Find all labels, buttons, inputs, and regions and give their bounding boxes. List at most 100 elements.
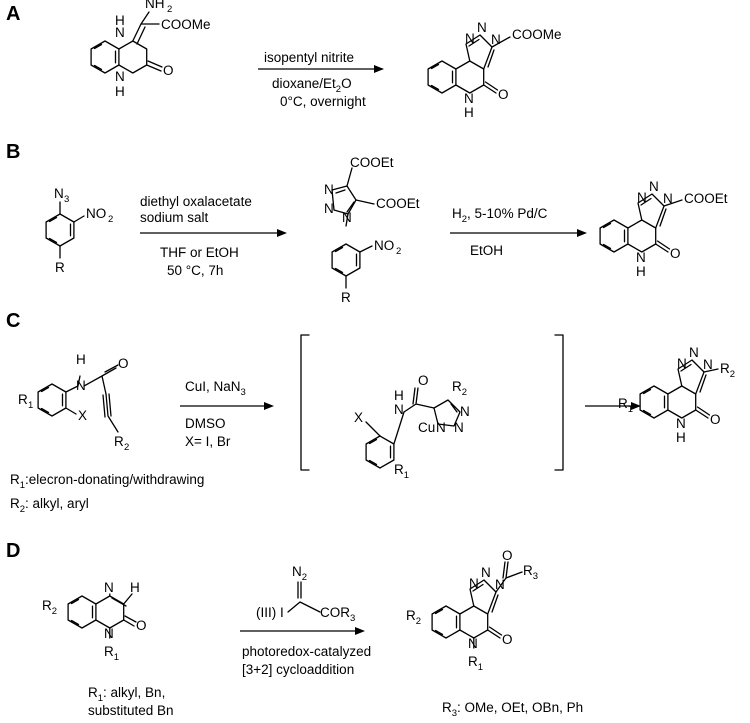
reagent-d: N2 (III) I COR3 [256, 564, 355, 624]
svg-text:R2: R2 [720, 361, 735, 380]
bracket-left [300, 334, 310, 471]
svg-text:N: N [663, 191, 673, 206]
svg-text:X: X [78, 408, 87, 423]
svg-text:THF or EtOH: THF or EtOH [160, 245, 239, 260]
conditions-b2: H2, 5-10% Pd/C EtOH [452, 206, 548, 258]
svg-text:R2: R2 [406, 608, 421, 627]
svg-text:O: O [502, 548, 513, 563]
svg-text:N: N [689, 345, 699, 360]
svg-text:R3: R3 [523, 563, 538, 582]
svg-text:COOEt: COOEt [376, 196, 420, 211]
product-a: N N N COOMe N H O [428, 20, 562, 120]
svg-text:R1:elecron-donating/withdrawin: R1:elecron-donating/withdrawing [10, 472, 204, 491]
arrow-b1 [140, 229, 287, 237]
svg-text:NO: NO [86, 206, 106, 221]
svg-text:N: N [469, 576, 479, 591]
conditions-b1: diethyl oxalacetate sodium salt THF or E… [140, 194, 252, 278]
svg-text:Cu: Cu [418, 420, 435, 435]
svg-text:R: R [114, 434, 124, 449]
svg-text:N: N [324, 201, 334, 216]
svg-text:N: N [677, 356, 687, 371]
svg-text:EtOH: EtOH [470, 243, 503, 258]
svg-text:diethyl oxalacetate: diethyl oxalacetate [140, 194, 252, 209]
svg-text:50 °C, 7h: 50 °C, 7h [167, 263, 223, 278]
svg-text:N: N [465, 31, 475, 46]
svg-text:NH: NH [145, 0, 165, 11]
svg-text:N: N [636, 250, 646, 265]
svg-text:2: 2 [396, 246, 401, 257]
svg-text:N: N [481, 565, 491, 580]
svg-text:N: N [460, 404, 470, 419]
section-label-d: D [6, 540, 20, 562]
svg-text:N: N [468, 636, 478, 651]
svg-text:CuI, NaN3: CuI, NaN3 [185, 379, 246, 398]
svg-text:0°C, overnight: 0°C, overnight [280, 94, 366, 109]
reactant-a: N H NH 2 COOMe N H O [90, 0, 211, 99]
svg-text:H2, 5-10% Pd/C: H2, 5-10% Pd/C [452, 206, 548, 225]
svg-text:DMSO: DMSO [185, 416, 226, 431]
product-d: N N N R3 O R2 N O R1 [406, 548, 538, 673]
svg-text:R1: alkyl, Bn,: R1: alkyl, Bn, [88, 685, 165, 704]
svg-text:O: O [670, 246, 681, 261]
arrow-c2 [585, 402, 641, 410]
svg-text:O: O [710, 412, 721, 427]
svg-text:R2: alkyl, aryl: R2: alkyl, aryl [10, 496, 89, 515]
svg-text:N: N [454, 420, 464, 435]
svg-text:N: N [477, 20, 487, 35]
svg-text:N: N [324, 182, 334, 197]
arrow-d [240, 627, 365, 635]
svg-text:N: N [104, 580, 114, 595]
svg-text:1: 1 [28, 400, 33, 411]
svg-text:H: H [394, 388, 404, 403]
svg-text:R3: OMe, OEt, OBn, Ph: R3: OMe, OEt, OBn, Ph [442, 700, 583, 719]
svg-text:2: 2 [124, 442, 129, 453]
svg-text:H: H [115, 84, 125, 99]
svg-text:O: O [118, 356, 129, 371]
svg-text:N: N [394, 402, 404, 417]
svg-text:photoredox-catalyzed: photoredox-catalyzed [242, 644, 371, 659]
svg-text:R1: R1 [394, 462, 409, 481]
svg-text:R: R [341, 290, 351, 305]
svg-text:N: N [495, 577, 505, 592]
svg-text:2: 2 [108, 214, 113, 225]
notes-d: R1: alkyl, Bn, substituted Bn R3: OMe, O… [88, 685, 583, 719]
arrow-c1 [180, 402, 274, 410]
svg-text:H: H [76, 352, 86, 367]
reactant-d: N H R2 O N R1 [42, 580, 147, 663]
svg-text:[3+2] cycloaddition: [3+2] cycloaddition [242, 662, 354, 677]
svg-text:R1: R1 [104, 644, 119, 663]
svg-text:X: X [354, 410, 363, 425]
svg-text:O: O [418, 373, 429, 388]
intermediate-b: N N N COOEt COOEt NO 2 R [324, 155, 420, 305]
svg-text:COOMe: COOMe [512, 27, 562, 42]
reactant-b: N 3 NO 2 R [45, 186, 113, 275]
svg-text:N: N [115, 25, 125, 40]
svg-text:H: H [464, 105, 474, 120]
svg-text:3: 3 [64, 194, 69, 205]
svg-text:2: 2 [167, 4, 172, 15]
section-label-a: A [6, 3, 20, 25]
conditions-c: CuI, NaN3 DMSO X= I, Br [185, 379, 246, 449]
svg-text:N: N [342, 210, 352, 225]
svg-text:(III) I: (III) I [256, 605, 284, 620]
svg-text:N: N [104, 626, 114, 641]
svg-text:COOMe: COOMe [161, 17, 211, 32]
svg-text:R: R [55, 260, 65, 275]
intermediate-c: O R2 H N X Cu N N N R1 [354, 373, 470, 481]
product-c: N N N R1 R2 N H O [618, 345, 735, 445]
svg-text:R1: R1 [618, 396, 633, 415]
conditions-a: isopentyl nitrite dioxane/Et2O 0°C, over… [264, 50, 366, 109]
svg-text:N: N [54, 186, 64, 201]
svg-text:N: N [676, 416, 686, 431]
svg-text:COOEt: COOEt [350, 155, 394, 170]
conditions-d: photoredox-catalyzed [3+2] cycloaddition [242, 644, 371, 677]
svg-text:N: N [703, 357, 713, 372]
svg-text:N2: N2 [292, 564, 307, 583]
svg-text:dioxane/Et2O: dioxane/Et2O [272, 76, 352, 95]
svg-text:substituted Bn: substituted Bn [88, 703, 174, 718]
section-label-c: C [6, 310, 20, 332]
svg-text:H: H [676, 430, 686, 445]
arrow-b2 [450, 229, 587, 237]
svg-text:H: H [115, 13, 125, 28]
